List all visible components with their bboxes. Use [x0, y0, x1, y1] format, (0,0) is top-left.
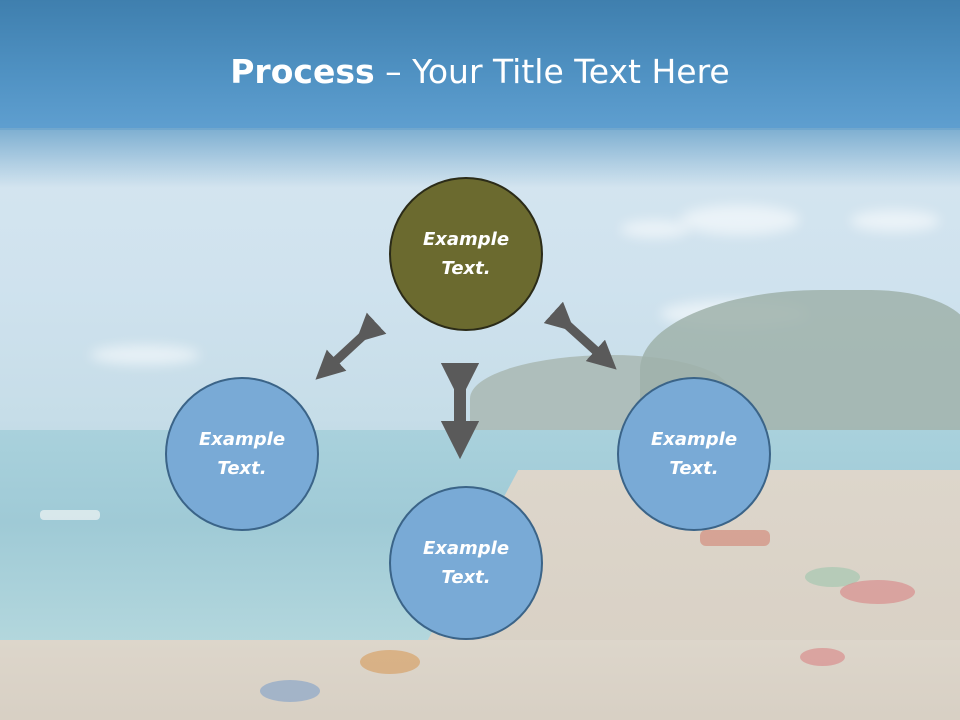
cloud [680, 205, 800, 235]
title-bold-part: Process [230, 52, 375, 91]
node-label: Example Text. [422, 229, 510, 279]
node-label: Example Text. [650, 429, 738, 479]
process-node-bottom[interactable]: Example Text. [389, 486, 543, 640]
cloud [850, 210, 940, 232]
arrow-center-right [543, 301, 617, 370]
umbrella [260, 680, 320, 702]
title-band [0, 0, 960, 130]
beach [0, 640, 960, 720]
process-node-center[interactable]: Example Text. [389, 177, 543, 331]
umbrella [805, 567, 860, 587]
umbrella [840, 580, 915, 604]
node-label: Example Text. [422, 538, 510, 588]
boat [40, 510, 100, 520]
arrow-center-left [315, 312, 387, 380]
process-node-left[interactable]: Example Text. [165, 377, 319, 531]
umbrella [360, 650, 420, 674]
cloud [620, 220, 690, 238]
slide-title: Process – Your Title Text Here [0, 52, 960, 91]
float [700, 530, 770, 546]
umbrella [800, 648, 845, 666]
cloud [90, 345, 200, 365]
node-label: Example Text. [198, 429, 286, 479]
process-node-right[interactable]: Example Text. [617, 377, 771, 531]
title-rest-part: – Your Title Text Here [374, 52, 730, 91]
